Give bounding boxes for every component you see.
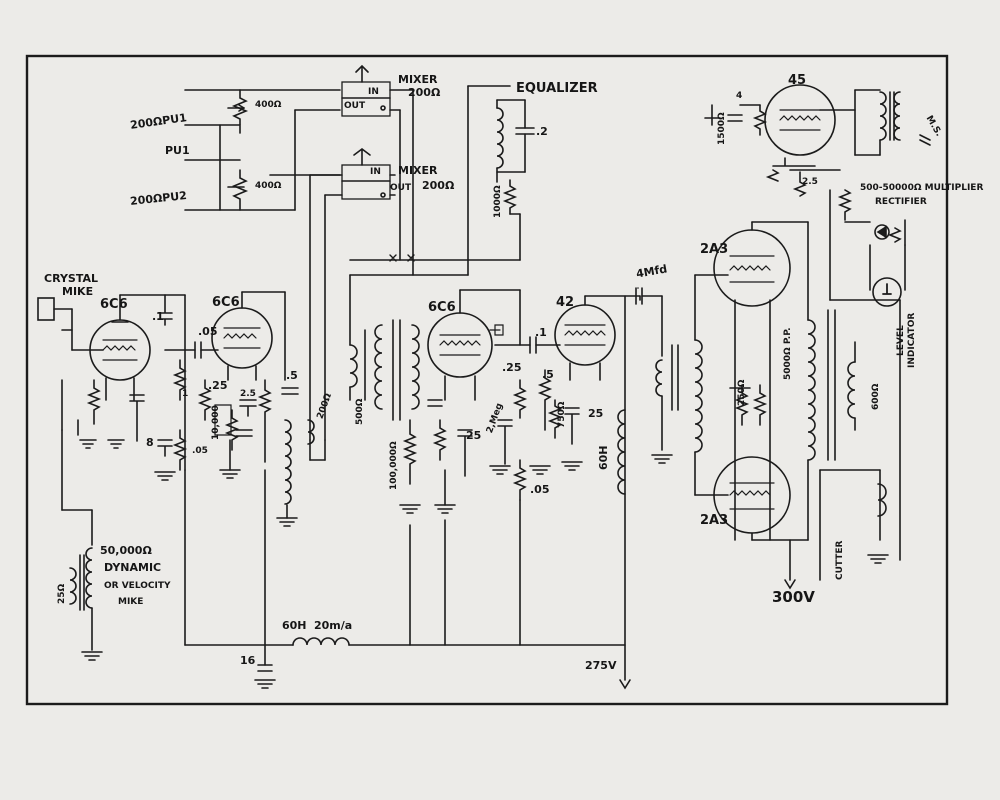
choke-60h [292, 637, 350, 646]
label-indicator: INDICATOR [907, 312, 917, 368]
tube-6c6-1 [71, 294, 166, 401]
label-c05a: .05 [198, 325, 218, 338]
label-tube6: 2A3 [700, 513, 729, 528]
label-mult: 500-50000Ω MULTIPLIER [860, 183, 984, 193]
crystal-mike [37, 297, 73, 431]
ground-10 [651, 454, 673, 464]
label-05: .05 [530, 483, 550, 496]
ground-12 [867, 554, 889, 564]
label-tube2: 6C6 [212, 295, 240, 310]
label-mixer-top-val: 200Ω [408, 86, 441, 99]
label-rectifier: RECTIFIER [875, 197, 927, 207]
label-or-velocity: OR VELOCITY [104, 581, 171, 591]
label-c25b: .25 [502, 361, 522, 374]
label-crystal: CRYSTAL [44, 272, 99, 285]
ground-3 [219, 469, 241, 479]
label-1500: 1500Ω [717, 112, 727, 145]
label-300v: 300V [772, 588, 815, 606]
label-mixer-bot-val: 200Ω [422, 179, 455, 192]
label-c1a: .1 [152, 310, 164, 323]
label-tube1: 6C6 [100, 297, 128, 312]
label-eq-res: 1000Ω [493, 185, 503, 218]
label-c1b: .1 [535, 326, 547, 339]
ground-6 [434, 504, 456, 514]
label-600: 600Ω [871, 383, 881, 410]
label-out-top: OUT [344, 101, 366, 111]
label-equalizer: EQUALIZER [516, 81, 598, 96]
label-400b: 400Ω [255, 181, 282, 191]
mixer-top-jack [341, 64, 391, 117]
label-in-bot: IN [370, 167, 381, 177]
tube-6c6-2 [211, 291, 286, 381]
label-tube4: 42 [556, 295, 575, 310]
tube-2a3-bottom [713, 456, 809, 541]
label-in-top: IN [368, 87, 379, 97]
label-c25c: 25 [466, 429, 482, 442]
label-100000: 100,000Ω [389, 441, 399, 490]
label-mixer-bot: MIXER [398, 164, 438, 177]
ground-4 [276, 517, 298, 527]
label-level: LEVEL [896, 325, 906, 356]
ground-13 [81, 651, 103, 661]
label-mike: MIKE [62, 285, 94, 298]
label-c25d: 25 [588, 407, 604, 420]
label-dynamic: DYNAMIC [104, 561, 162, 574]
ground-14 [254, 679, 276, 689]
ground-8 [529, 465, 551, 475]
level-meter [872, 277, 902, 307]
label-16: 16 [240, 654, 256, 667]
label-1meg: 1 [182, 389, 189, 399]
ground-7 [489, 465, 511, 475]
label-2-5: 2.5 [802, 177, 818, 187]
label-eq-cap: .2 [536, 125, 548, 138]
tube-42 [554, 295, 641, 366]
label-c25a: .25 [208, 379, 228, 392]
label-15-5: 2.5 [240, 389, 256, 399]
ground-1 [79, 439, 97, 449]
label-tube5: 2A3 [700, 242, 729, 257]
resistor-cathode-1 [86, 379, 102, 425]
label-c4: 4 [736, 91, 743, 101]
tube-2a3-top [713, 221, 809, 541]
label-10000: 10,000 [211, 405, 221, 440]
label-60h: 60H [597, 445, 610, 470]
label-mike2: MIKE [118, 597, 144, 607]
label-c8: 8 [146, 436, 154, 449]
label-250: 250Ω [737, 379, 747, 406]
ground-5 [399, 504, 421, 514]
tube-45 [764, 84, 856, 156]
label-tube3: 6C6 [428, 300, 456, 315]
label-tube7: 45 [788, 73, 807, 88]
label-500: 500Ω [355, 398, 365, 425]
label-cutter: CUTTER [835, 540, 845, 580]
label-mixer-top: MIXER [398, 73, 438, 86]
equalizer [349, 85, 535, 276]
frame-border [25, 54, 949, 706]
tube-6c6-3 [427, 289, 521, 378]
label-750: 750Ω [557, 401, 567, 428]
label-pu: PU1 [165, 144, 190, 157]
label-25: 25Ω [57, 583, 67, 604]
label-c5a: .5 [286, 369, 298, 382]
label-out-bot: OUT [390, 183, 412, 193]
label-400a: 400Ω [255, 100, 282, 110]
label-50000: 50,000Ω [100, 544, 152, 557]
ground-9 [561, 461, 583, 471]
label-5000pp: 5000Ω P.P. [783, 327, 793, 380]
mixer-bottom-jack [341, 148, 391, 200]
label-choke: 60H [282, 619, 307, 632]
label-c5b: .5 [542, 368, 554, 381]
ground-2 [107, 439, 125, 449]
label-c05b: .05 [192, 446, 208, 456]
label-choke-cur: 20m/a [314, 619, 353, 632]
label-275v: 275V [585, 659, 617, 672]
